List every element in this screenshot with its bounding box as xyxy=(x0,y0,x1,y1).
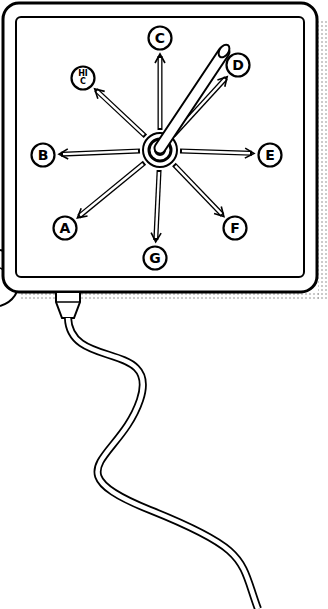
direction-letter: F xyxy=(230,220,240,236)
joystick-panel xyxy=(16,17,304,277)
joystick-cable xyxy=(68,318,258,609)
direction-letter: D xyxy=(232,57,244,73)
direction-circle: HI C xyxy=(70,65,96,91)
cable-connector xyxy=(56,292,80,318)
direction-letter: E xyxy=(265,147,275,163)
cable-connector xyxy=(56,301,80,303)
direction-circle: C xyxy=(147,25,173,51)
joystick-cable xyxy=(68,318,258,609)
direction-letter: C xyxy=(155,30,165,46)
direction-circle: D xyxy=(225,52,251,78)
direction-circle: F xyxy=(222,215,248,241)
joystick-stick xyxy=(160,52,224,148)
joystick-housing xyxy=(3,3,317,292)
direction-circle: E xyxy=(257,142,283,168)
direction-letter: HI C xyxy=(77,70,89,86)
direction-letter: A xyxy=(60,220,71,236)
direction-letter: B xyxy=(38,147,49,163)
shading xyxy=(318,20,328,300)
direction-circle: B xyxy=(30,142,56,168)
direction-circle: G xyxy=(142,245,168,271)
joystick-stick xyxy=(160,52,224,148)
direction-letter: G xyxy=(149,250,161,266)
direction-circle: A xyxy=(52,215,78,241)
